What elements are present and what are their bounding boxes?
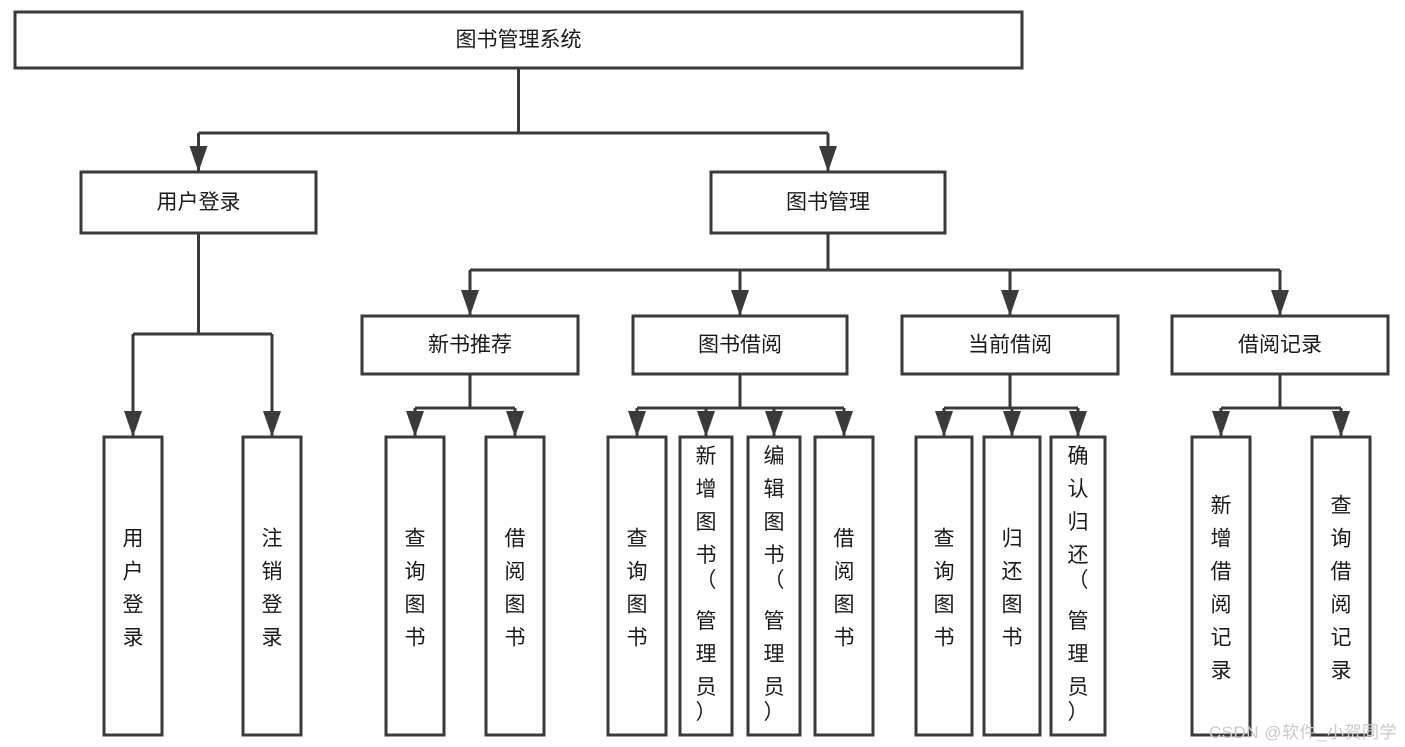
node-leaf-edit-book[interactable]: 编辑图书（管理员） [746, 435, 802, 737]
node-box-leaf-borrow-book[interactable] [813, 435, 875, 737]
node-leaf-query-book-recommend[interactable]: 查询图书 [384, 435, 446, 737]
node-root[interactable]: 图书管理系统 [13, 10, 1024, 70]
node-leaf-confirm-return[interactable]: 确认归还（管理员） [1049, 435, 1107, 737]
arrow-head-record-1 [1332, 411, 1350, 437]
node-label-leaf-confirm-return: 确认归还（管理员） [1068, 445, 1089, 724]
arrow-head-l3-3 [1271, 290, 1289, 316]
node-label-new-book-recommend: 新书推荐 [428, 334, 512, 357]
node-box-leaf-user-login[interactable] [102, 435, 164, 737]
node-label-leaf-query-borrow-record: 查询借阅记录 [1331, 495, 1352, 683]
arrow-head-current-2 [1069, 411, 1087, 437]
node-box-leaf-add-book[interactable] [678, 435, 734, 737]
node-label-book-management: 图书管理 [786, 191, 870, 214]
node-box-leaf-confirm-return[interactable] [1049, 435, 1107, 737]
node-user-login[interactable]: 用户登录 [79, 170, 318, 235]
node-box-leaf-user-logout[interactable] [241, 435, 303, 737]
node-leaf-user-login[interactable]: 用户登录 [102, 435, 164, 737]
node-label-leaf-query-book-borrow: 查询图书 [627, 528, 648, 650]
arrow-head-current-0 [935, 411, 953, 437]
node-leaf-query-book-current[interactable]: 查询图书 [914, 435, 974, 737]
node-box-leaf-borrow-book-recommend[interactable] [484, 435, 546, 737]
node-leaf-add-borrow-record[interactable]: 新增借阅记录 [1190, 435, 1252, 737]
node-label-current-borrow: 当前借阅 [968, 334, 1052, 357]
node-box-leaf-query-borrow-record[interactable] [1310, 435, 1372, 737]
arrow-head-record-0 [1212, 411, 1230, 437]
node-box-leaf-query-book-recommend[interactable] [384, 435, 446, 737]
arrow-head-user-1 [263, 411, 281, 437]
node-label-leaf-query-book-current: 查询图书 [934, 528, 955, 650]
node-label-leaf-user-login: 用户登录 [123, 528, 144, 650]
node-box-root[interactable] [13, 10, 1024, 70]
node-leaf-add-book[interactable]: 新增图书（管理员） [678, 435, 734, 737]
node-leaf-return-book[interactable]: 归还图书 [982, 435, 1042, 737]
arrow-head-borrow-0 [628, 411, 646, 437]
node-label-borrow-record: 借阅记录 [1238, 334, 1322, 357]
node-box-new-book-recommend[interactable] [360, 314, 580, 376]
node-borrow-record[interactable]: 借阅记录 [1170, 314, 1390, 376]
arrow-head-recommend-1 [506, 411, 524, 437]
arrow-head-l3-1 [731, 290, 749, 316]
node-box-leaf-return-book[interactable] [982, 435, 1042, 737]
node-leaf-query-borrow-record[interactable]: 查询借阅记录 [1310, 435, 1372, 737]
arrow-head-root-0 [189, 146, 208, 172]
node-label-user-login: 用户登录 [157, 191, 241, 214]
node-label-leaf-add-borrow-record: 新增借阅记录 [1211, 495, 1232, 683]
node-box-leaf-query-book-borrow[interactable] [606, 435, 668, 737]
node-book-borrow[interactable]: 图书借阅 [631, 314, 849, 376]
node-label-leaf-borrow-book-recommend: 借阅图书 [505, 528, 526, 650]
arrow-head-current-1 [1003, 411, 1021, 437]
node-box-leaf-edit-book[interactable] [746, 435, 802, 737]
node-leaf-query-book-borrow[interactable]: 查询图书 [606, 435, 668, 737]
arrow-head-l3-2 [1001, 290, 1019, 316]
node-label-leaf-add-book: 新增图书（管理员） [696, 445, 717, 724]
node-box-user-login[interactable] [79, 170, 318, 235]
node-label-leaf-return-book: 归还图书 [1002, 528, 1023, 650]
arrow-head-borrow-2 [765, 411, 783, 437]
node-box-book-borrow[interactable] [631, 314, 849, 376]
node-leaf-user-logout[interactable]: 注销登录 [241, 435, 303, 737]
arrow-head-user-0 [124, 411, 142, 437]
node-label-book-borrow: 图书借阅 [698, 334, 782, 357]
node-current-borrow[interactable]: 当前借阅 [900, 314, 1120, 376]
arrow-head-l3-0 [461, 290, 479, 316]
node-new-book-recommend[interactable]: 新书推荐 [360, 314, 580, 376]
node-box-borrow-record[interactable] [1170, 314, 1390, 376]
arrow-head-recommend-0 [406, 411, 424, 437]
node-box-current-borrow[interactable] [900, 314, 1120, 376]
connectors-layer [124, 68, 1350, 437]
nodes-layer: 图书管理系统用户登录图书管理新书推荐图书借阅当前借阅借阅记录用户登录注销登录查询… [13, 10, 1390, 737]
node-leaf-borrow-book[interactable]: 借阅图书 [813, 435, 875, 737]
node-box-book-management[interactable] [709, 170, 947, 235]
node-book-management[interactable]: 图书管理 [709, 170, 947, 235]
node-label-leaf-borrow-book: 借阅图书 [834, 528, 855, 650]
node-box-leaf-query-book-current[interactable] [914, 435, 974, 737]
node-leaf-borrow-book-recommend[interactable]: 借阅图书 [484, 435, 546, 737]
node-label-leaf-user-logout: 注销登录 [262, 528, 283, 650]
arrow-head-borrow-3 [835, 411, 853, 437]
node-box-leaf-add-borrow-record[interactable] [1190, 435, 1252, 737]
arrow-head-borrow-1 [697, 411, 715, 437]
node-label-leaf-query-book-recommend: 查询图书 [405, 528, 426, 650]
arrow-head-root-1 [819, 146, 837, 172]
node-label-leaf-edit-book: 编辑图书（管理员） [764, 445, 785, 724]
node-label-root: 图书管理系统 [456, 29, 582, 52]
